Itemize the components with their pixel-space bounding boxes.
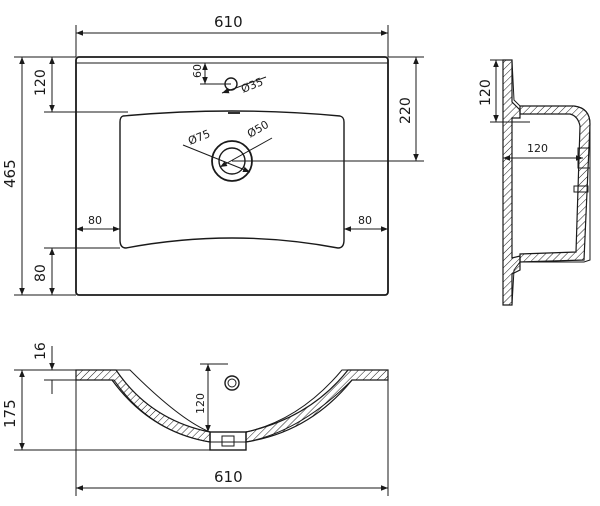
tap-hole-label: Ø35 <box>239 75 265 96</box>
side-section-bowl-wall <box>519 105 591 263</box>
top-view: Ø75 Ø50 Ø35 60 610 465 120 80 220 <box>1 13 424 296</box>
width-label-top: 610 <box>214 13 243 31</box>
side-section-back-wall <box>502 59 521 306</box>
top-view-bowl <box>119 110 345 249</box>
side-section-view: 120 120 <box>478 59 591 306</box>
drain-depth-label: 220 <box>398 97 414 124</box>
drain-outer-label: Ø75 <box>186 127 212 148</box>
depth-label: 465 <box>1 159 19 188</box>
top-view-outline <box>75 56 389 296</box>
left-margin-label: 80 <box>88 214 102 227</box>
tap-hole-leader <box>221 76 267 94</box>
front-section-left-wall <box>75 369 211 443</box>
drain-inner-label: Ø50 <box>245 118 271 141</box>
front-section-view: 120 16 175 610 <box>1 342 389 496</box>
tap-depth-label: 120 <box>33 69 49 96</box>
front-section-right-wall <box>245 369 389 443</box>
side-depth-label: 120 <box>527 142 548 155</box>
front-drain-outlet <box>209 431 247 451</box>
front-drain-inner <box>221 435 235 447</box>
front-overflow-inner <box>227 378 237 388</box>
tap-offset-label: 60 <box>191 64 204 78</box>
drain-outer-leader <box>182 144 251 173</box>
width-label-bottom: 610 <box>214 468 243 486</box>
front-overflow-hole <box>224 375 240 391</box>
front-margin-label: 80 <box>33 264 49 282</box>
height-label: 175 <box>1 399 19 428</box>
front-tap-height-label: 120 <box>194 393 207 414</box>
drain-inner-leader <box>219 137 273 168</box>
right-margin-label: 80 <box>358 214 372 227</box>
side-height-label: 120 <box>478 79 494 106</box>
rim-label: 16 <box>33 342 49 360</box>
side-drain-box <box>573 185 589 193</box>
